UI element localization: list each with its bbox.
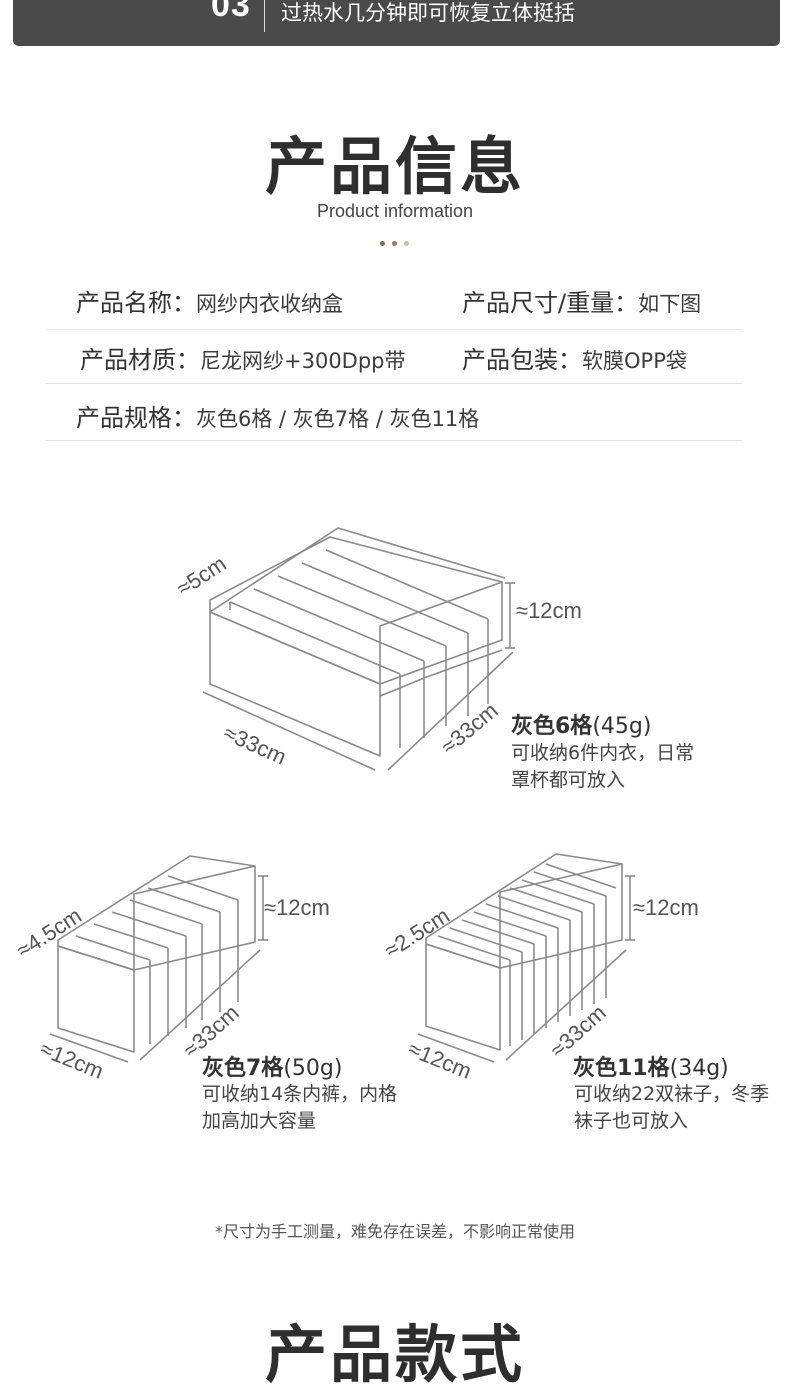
- row-divider: [46, 329, 742, 330]
- info-key: 产品材质：: [80, 346, 200, 374]
- dot-3: [404, 241, 409, 246]
- box-7-height-label: ≈12cm: [264, 895, 330, 920]
- box-7-desc-line-1: 可收纳14条内裤，内格: [202, 1083, 398, 1105]
- dot-1: [380, 241, 385, 246]
- box-6-title: 灰色6格(45g): [511, 708, 651, 740]
- banner-text: 过热水几分钟即可恢复立体挺括: [281, 1, 575, 25]
- box-6-name: 灰色6格: [511, 714, 593, 739]
- info-value: 网纱内衣收纳盒: [196, 292, 343, 316]
- info-key: 产品尺寸/重量：: [462, 289, 639, 317]
- banner-divider: [264, 0, 265, 32]
- box-11-height-label: ≈12cm: [633, 895, 699, 920]
- info-cell-package: 产品包装：软膜OPP袋: [462, 340, 687, 375]
- box-11-name: 灰色11格: [573, 1056, 670, 1081]
- box-7-description: 可收纳14条内裤，内格 加高加大容量: [202, 1081, 397, 1135]
- info-cell-material: 产品材质：尼龙网纱+300Dpp带: [80, 340, 406, 375]
- product-style-title: 产品款式: [264, 1318, 525, 1391]
- product-info-subtitle: Product information: [316, 201, 474, 221]
- info-cell-size: 产品尺寸/重量：如下图: [462, 283, 701, 318]
- box-11-description: 可收纳22双袜子，冬季 袜子也可放入: [574, 1081, 769, 1135]
- box-11-weight: (34g): [669, 1056, 729, 1081]
- box-11-desc-line-2: 袜子也可放入: [574, 1110, 689, 1132]
- box-6-weight: (45g): [592, 714, 652, 739]
- box-6-description: 可收纳6件内衣，日常 罩杯都可放入: [511, 740, 694, 794]
- box-7-desc-line-2: 加高加大容量: [202, 1110, 317, 1132]
- box-11-desc-line-1: 可收纳22双袜子，冬季: [574, 1083, 770, 1105]
- info-key: 产品规格：: [76, 404, 196, 432]
- info-cell-name: 产品名称：网纱内衣收纳盒: [76, 283, 343, 318]
- box-6-desc-line-1: 可收纳6件内衣，日常: [511, 742, 695, 764]
- info-key: 产品名称：: [76, 289, 196, 317]
- measurement-note: *尺寸为手工测量，难免存在误差，不影响正常使用: [214, 1222, 575, 1241]
- box-6-grid-drawing: [209, 527, 506, 757]
- info-value: 如下图: [638, 292, 702, 316]
- section-banner: 03 过热水几分钟即可恢复立体挺括: [13, 0, 780, 46]
- info-key: 产品包装：: [462, 346, 582, 374]
- decorative-dots: [379, 241, 411, 249]
- box-6-height-label: ≈12cm: [516, 598, 582, 623]
- box-11-title: 灰色11格(34g): [573, 1050, 729, 1082]
- box-7-grid-drawing: [57, 855, 256, 1053]
- info-value: 软膜OPP袋: [582, 349, 687, 373]
- dot-2: [392, 241, 397, 246]
- info-value: 灰色6格 / 灰色7格 / 灰色11格: [196, 407, 480, 431]
- product-info-title: 产品信息: [264, 130, 525, 203]
- box-7-weight: (50g): [283, 1056, 343, 1081]
- info-value: 尼龙网纱+300Dpp带: [200, 349, 406, 373]
- row-divider: [46, 440, 742, 441]
- banner-number: 03: [211, 0, 251, 24]
- box-7-title: 灰色7格(50g): [202, 1050, 342, 1082]
- row-divider: [46, 383, 742, 384]
- box-6-desc-line-2: 罩杯都可放入: [511, 769, 626, 791]
- box-11-grid-drawing: [425, 853, 623, 1051]
- box-7-name: 灰色7格: [202, 1056, 284, 1081]
- info-cell-spec: 产品规格：灰色6格 / 灰色7格 / 灰色11格: [76, 398, 479, 433]
